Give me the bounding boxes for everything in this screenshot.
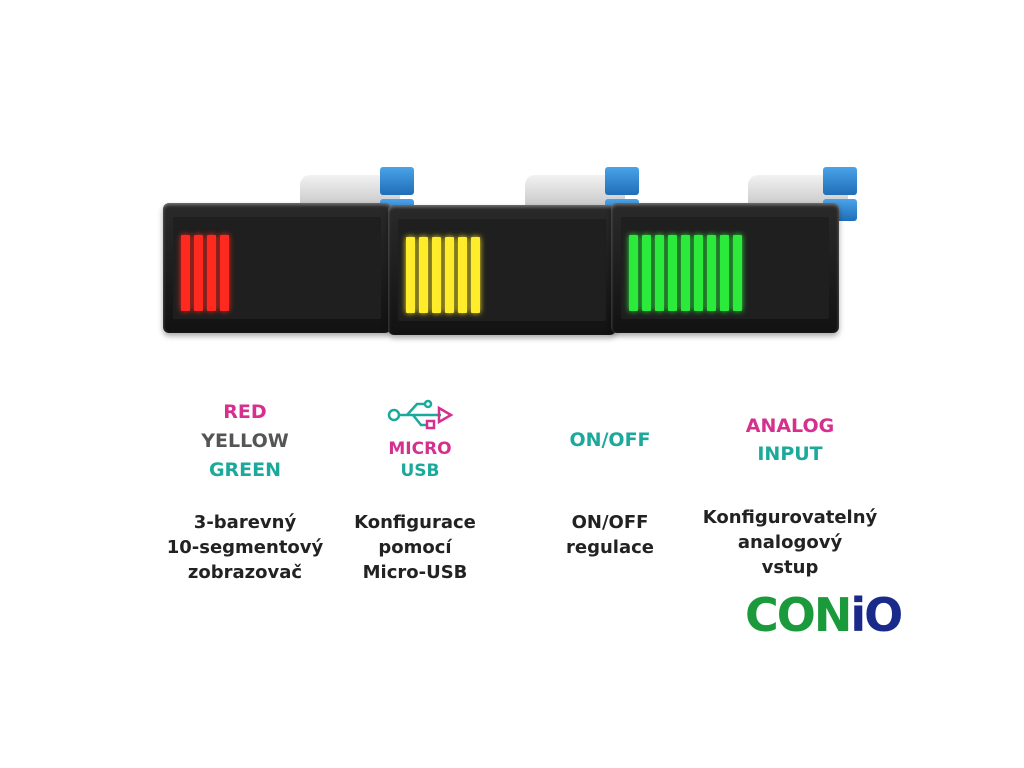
caption-onoff: ON/OFF regulace bbox=[530, 510, 690, 560]
lit-segment bbox=[720, 235, 729, 311]
segment-bar-red bbox=[181, 235, 229, 311]
caption-line: 10-segmentový bbox=[166, 537, 324, 558]
lit-segment bbox=[668, 235, 677, 311]
lit-segment bbox=[181, 235, 190, 311]
usb-icon bbox=[387, 399, 454, 430]
caption-display: 3-barevný 10-segmentový zobrazovač bbox=[160, 510, 330, 585]
input-label: INPUT bbox=[757, 443, 823, 465]
caption-line: vstup bbox=[761, 557, 819, 578]
logo-part-con: CON bbox=[745, 588, 852, 642]
micro-label: MICRO bbox=[388, 439, 452, 459]
device-green bbox=[611, 203, 839, 333]
conio-logo: CONiO bbox=[745, 588, 903, 642]
lit-segment bbox=[629, 235, 638, 311]
green-label: GREEN bbox=[208, 459, 282, 481]
lit-segment bbox=[471, 237, 480, 313]
red-label: RED bbox=[223, 401, 267, 423]
caption-analog: Konfigurovatelný analogový vstup bbox=[695, 505, 885, 580]
caption-line: Konfigurace bbox=[354, 512, 476, 533]
caption-line: regulace bbox=[566, 537, 654, 558]
lit-segment bbox=[642, 235, 651, 311]
micro-usb-tag: MICRO USB bbox=[360, 438, 480, 482]
segment-bar-yellow bbox=[406, 237, 480, 313]
lit-segment bbox=[458, 237, 467, 313]
device-red bbox=[163, 203, 391, 333]
colors-tag: RED YELLOW GREEN bbox=[170, 398, 320, 485]
caption-line: ON/OFF bbox=[571, 512, 649, 533]
lit-segment bbox=[220, 235, 229, 311]
caption-line: zobrazovač bbox=[187, 562, 303, 583]
lit-segment bbox=[419, 237, 428, 313]
segment-bar-green bbox=[629, 235, 742, 311]
device-yellow bbox=[388, 205, 616, 335]
logo-part-io: iO bbox=[850, 588, 903, 642]
analog-input-tag: ANALOG INPUT bbox=[720, 412, 860, 468]
caption-line: 3-barevný bbox=[193, 512, 297, 533]
caption-line: pomocí bbox=[378, 537, 452, 558]
caption-line: analogový bbox=[737, 532, 843, 553]
lit-segment bbox=[406, 237, 415, 313]
yellow-label: YELLOW bbox=[201, 430, 289, 452]
caption-line: Konfigurovatelný bbox=[702, 507, 878, 528]
lit-segment bbox=[707, 235, 716, 311]
lit-segment bbox=[432, 237, 441, 313]
lit-segment bbox=[194, 235, 203, 311]
lit-segment bbox=[445, 237, 454, 313]
lit-segment bbox=[694, 235, 703, 311]
lit-segment bbox=[733, 235, 742, 311]
usb-label: USB bbox=[400, 461, 440, 481]
lit-segment bbox=[207, 235, 216, 311]
analog-label: ANALOG bbox=[745, 415, 835, 437]
caption-usb: Konfigurace pomocí Micro-USB bbox=[335, 510, 495, 585]
onoff-tag: ON/OFF bbox=[569, 429, 651, 451]
caption-line: Micro-USB bbox=[362, 562, 468, 583]
lit-segment bbox=[655, 235, 664, 311]
lit-segment bbox=[681, 235, 690, 311]
